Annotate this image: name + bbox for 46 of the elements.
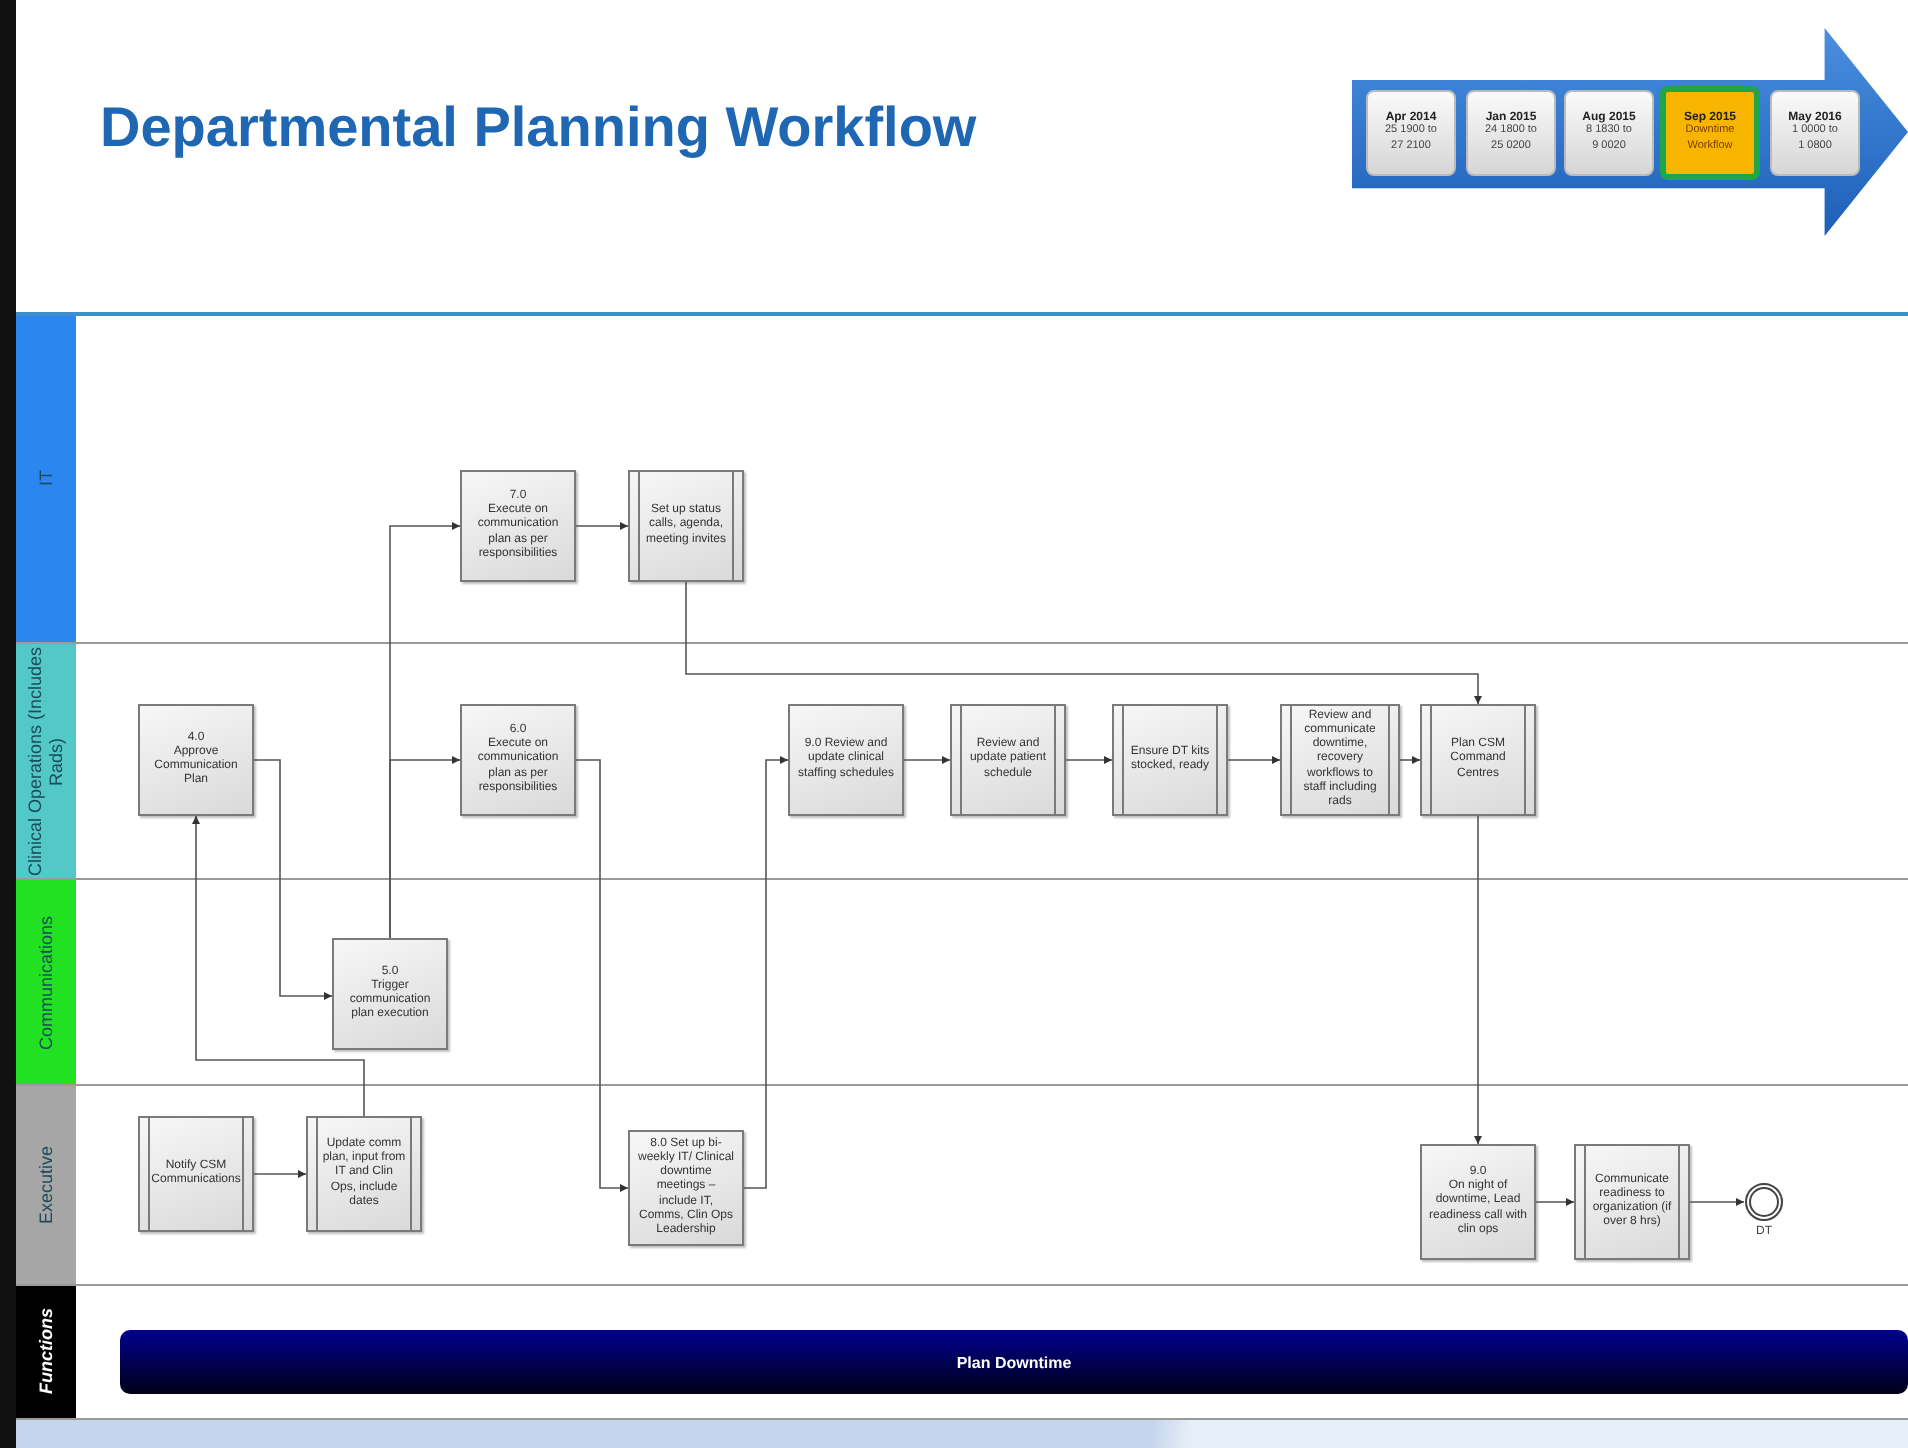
process-box [460,470,576,582]
subprocess-box [306,1116,422,1232]
subprocess-box [1280,704,1400,816]
lane-header: Functions [16,1286,76,1418]
lane-header: IT [16,316,76,642]
process-box [1420,1144,1536,1260]
subprocess-box [1574,1144,1690,1260]
timeline-card [1366,90,1456,176]
subprocess-box [628,470,744,582]
swimlane [16,880,1908,1086]
connector-arrow [389,756,461,939]
process-box [332,938,448,1050]
lane-header: Executive [16,1086,76,1284]
subprocess-box [138,1116,254,1232]
connector-arrow [743,756,789,1189]
connector-arrow [1535,1198,1575,1206]
subprocess-box [950,704,1066,816]
lane-header: Clinical Operations (Includes Rads) [16,644,76,878]
subprocess-box [1112,704,1228,816]
connector-arrow [1065,756,1113,764]
process-box [788,704,904,816]
timeline-card [1564,90,1654,176]
connector-arrow [575,522,629,530]
swimlane [16,316,1908,644]
timeline-card [1660,86,1760,180]
lane-header: Communications [16,880,76,1084]
connector-arrow [575,759,629,1192]
connector-arrow [253,1170,307,1178]
connector-arrow [253,759,333,1000]
function-bar: Plan Downtime [120,1330,1908,1394]
subprocess-box [1420,704,1536,816]
process-box [460,704,576,816]
swimlane [16,1286,1908,1420]
connector-arrow [1227,756,1281,764]
connector-arrow [192,815,365,1117]
timeline-card [1466,90,1556,176]
connector-arrow [903,756,951,764]
title: Departmental Planning Workflow [100,96,977,160]
connector-arrow [1399,756,1421,764]
connector-arrow [685,581,1482,705]
connector-arrow [1474,815,1482,1145]
swimlane [16,644,1908,880]
timeline-card [1770,90,1860,176]
process-box [138,704,254,816]
connector-arrow [1689,1198,1745,1206]
swimlane [16,1086,1908,1286]
